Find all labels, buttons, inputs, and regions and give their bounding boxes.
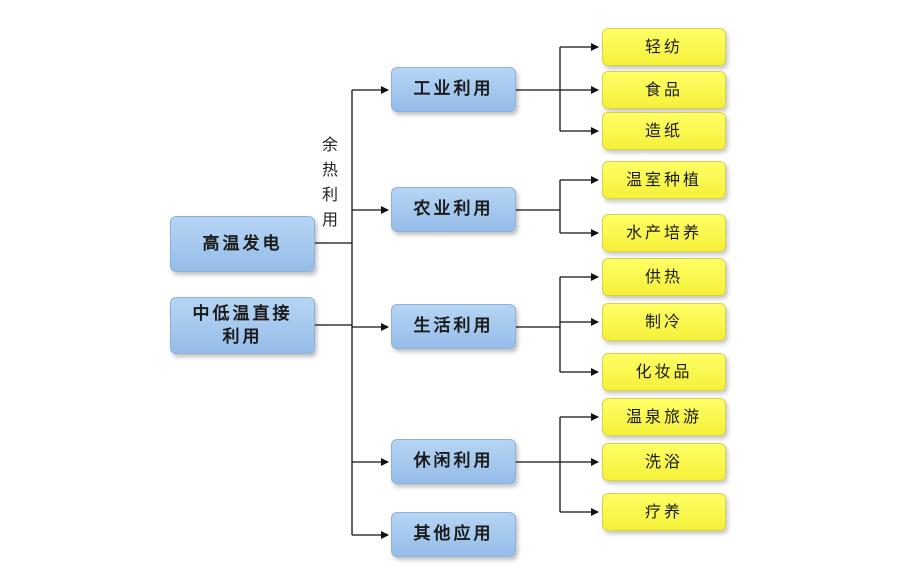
item-box: 造纸 — [602, 112, 726, 150]
category-living-label: 生活利用 — [413, 316, 494, 337]
waste-heat-label: 余热利用 — [321, 135, 338, 229]
category-other-label: 其他应用 — [413, 524, 494, 545]
item-label: 洗浴 — [644, 452, 683, 472]
category-living: 生活利用 — [391, 304, 516, 349]
item-label: 造纸 — [644, 121, 683, 141]
item-box: 供热 — [602, 258, 726, 296]
item-label: 水产培养 — [625, 223, 702, 243]
category-industrial-label: 工业利用 — [413, 79, 494, 100]
category-industrial: 工业利用 — [391, 67, 516, 112]
item-label: 食品 — [644, 80, 683, 100]
item-label: 供热 — [644, 267, 683, 287]
item-box: 食品 — [602, 71, 726, 109]
item-box: 温泉旅游 — [602, 398, 726, 436]
category-leisure-label: 休闲利用 — [413, 451, 494, 472]
item-label: 制冷 — [644, 312, 683, 332]
item-label: 温室种植 — [625, 170, 702, 190]
item-box: 洗浴 — [602, 443, 726, 481]
item-box: 轻纺 — [602, 28, 726, 66]
item-label: 温泉旅游 — [625, 407, 702, 427]
source-low-temp: 中低温直接 利用 — [170, 297, 315, 354]
item-box: 温室种植 — [602, 161, 726, 199]
item-label: 轻纺 — [644, 37, 683, 57]
source-high-temp: 高温发电 — [170, 216, 315, 272]
source-low-temp-label-line1: 中低温直接 — [192, 303, 293, 324]
category-other: 其他应用 — [391, 512, 516, 557]
source-low-temp-label-line2: 利用 — [222, 326, 263, 347]
category-leisure: 休闲利用 — [391, 439, 516, 484]
category-agricultural-label: 农业利用 — [413, 199, 494, 220]
item-box: 水产培养 — [602, 214, 726, 252]
item-label: 疗养 — [644, 502, 683, 522]
source-high-temp-label: 高温发电 — [202, 233, 283, 254]
item-label: 化妆品 — [635, 362, 693, 382]
item-box: 疗养 — [602, 493, 726, 531]
category-agricultural: 农业利用 — [391, 187, 516, 232]
item-box: 化妆品 — [602, 353, 726, 391]
item-box: 制冷 — [602, 303, 726, 341]
